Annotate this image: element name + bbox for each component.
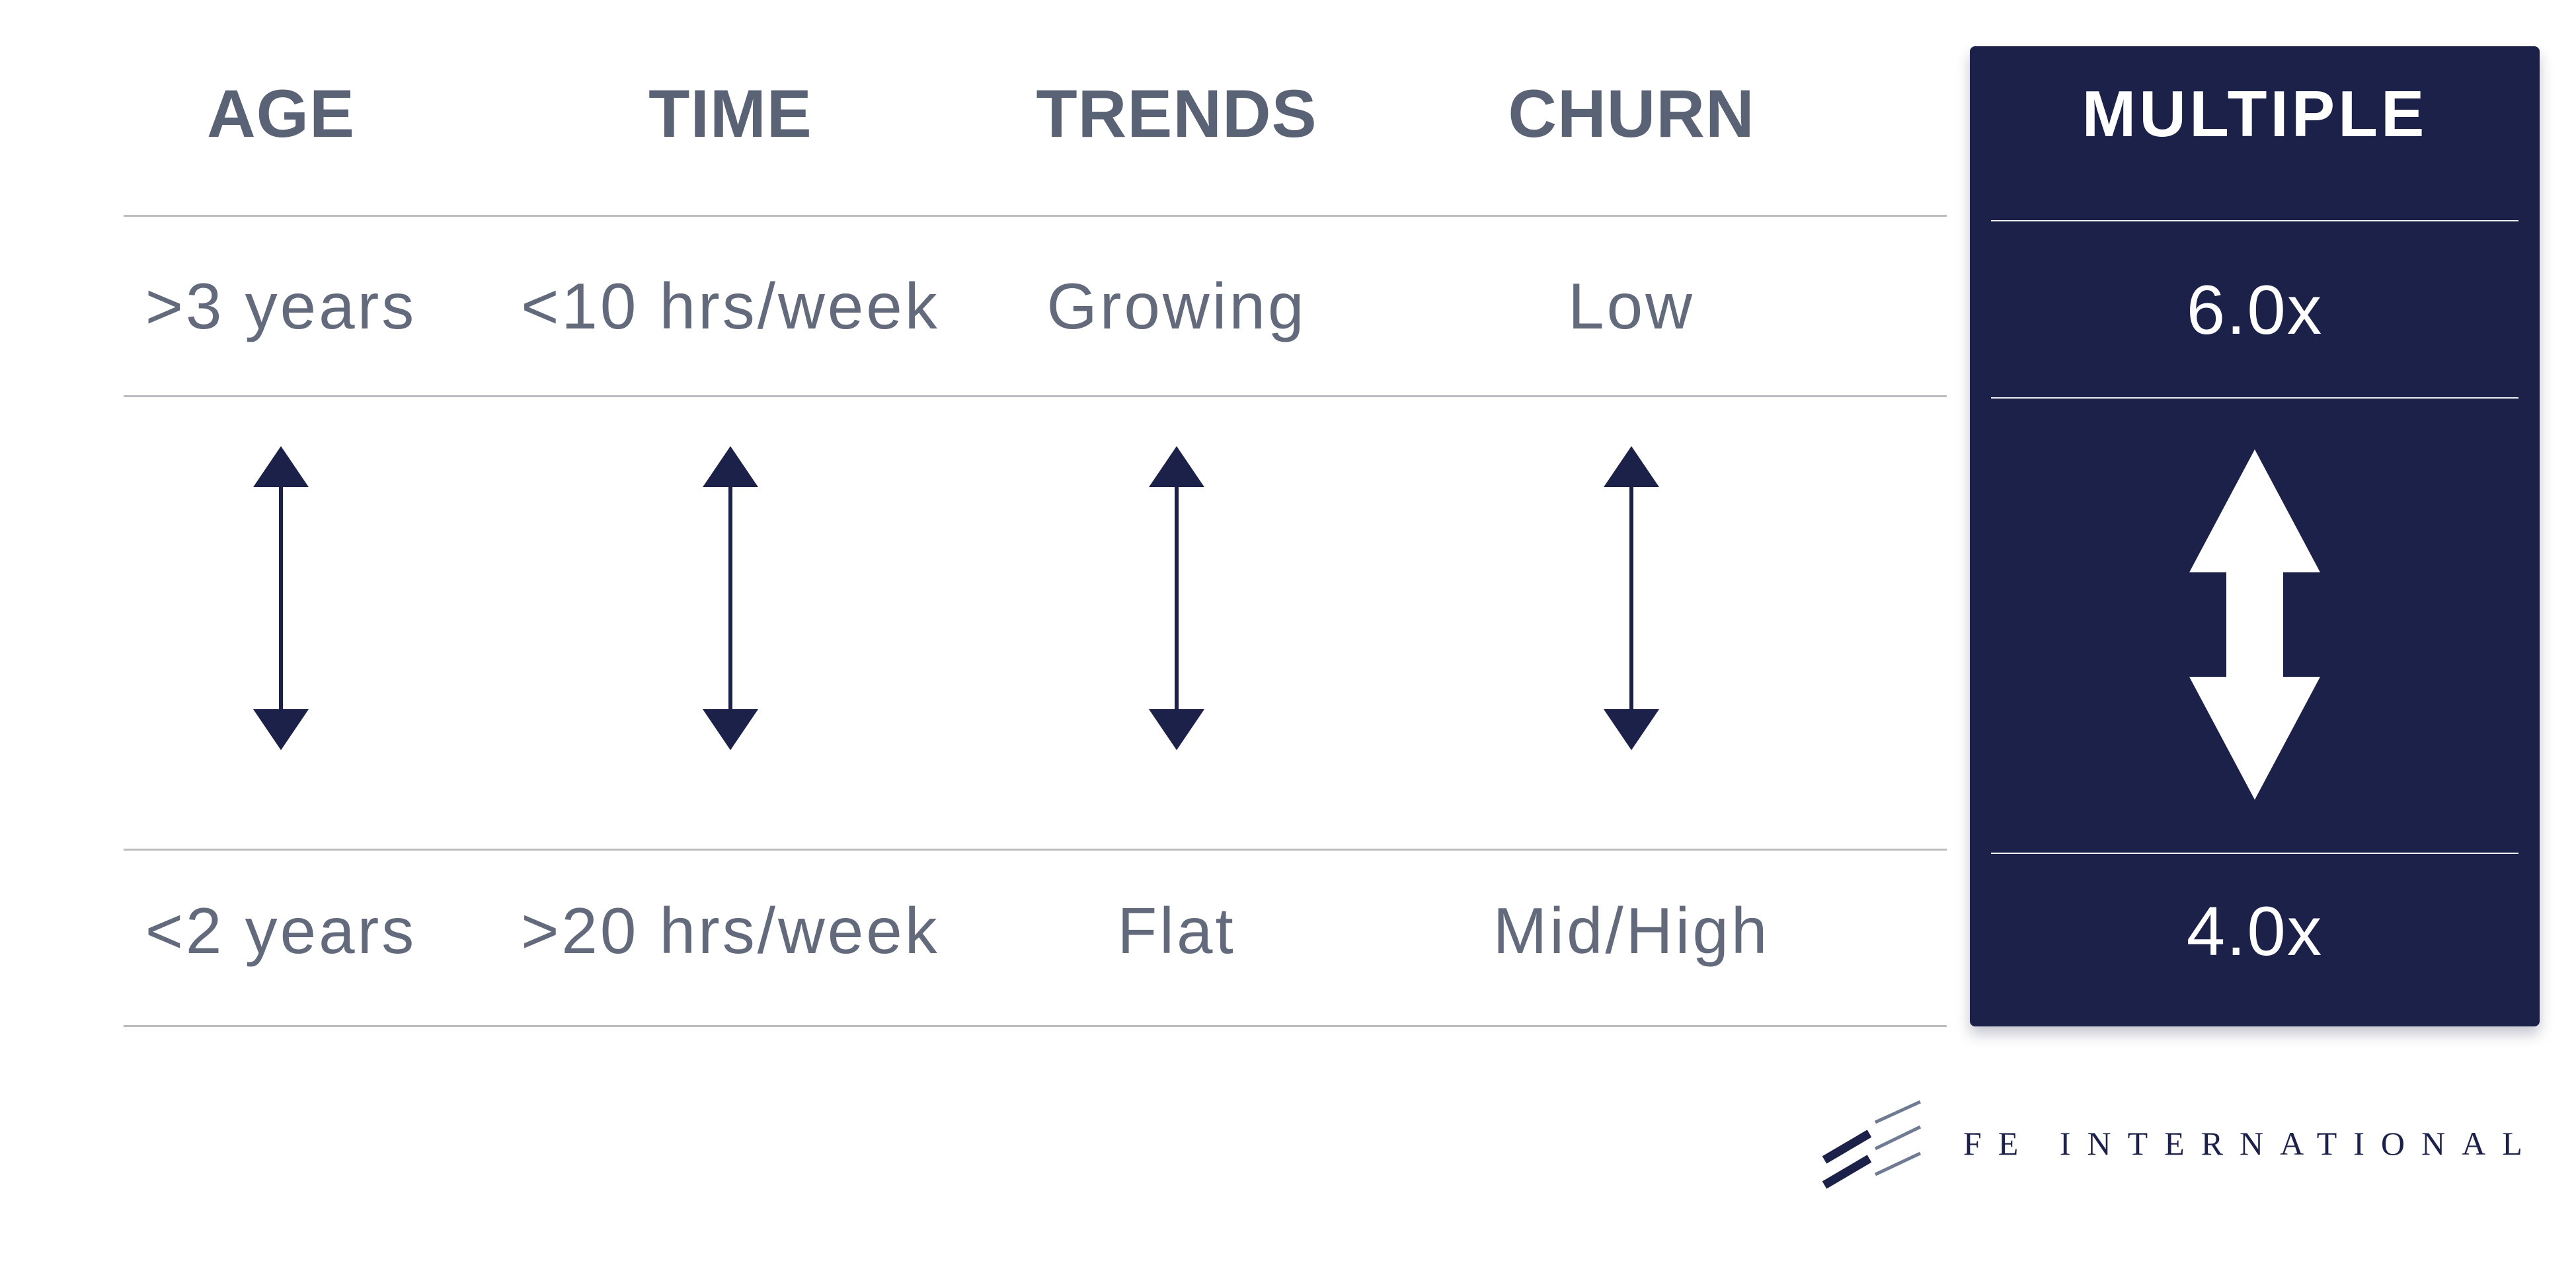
multiple-range-arrow-icon xyxy=(2189,449,2320,800)
logo-stroke-dark-2 xyxy=(1822,1154,1872,1189)
churn-high-value-cell: Low xyxy=(1400,217,1863,395)
trends-high-value: Growing xyxy=(1046,269,1307,342)
logo-stroke-dark-1 xyxy=(1822,1129,1872,1164)
table-divider-bottom xyxy=(124,1025,1947,1027)
logo-stroke-gray-3 xyxy=(1874,1151,1922,1176)
churn-low-value: Mid/High xyxy=(1493,894,1770,967)
range-arrow-icon xyxy=(1604,446,1659,750)
column-header-age: AGE xyxy=(206,76,356,151)
table-divider-above-low-row xyxy=(124,849,1947,851)
age-low-value-cell: <2 years xyxy=(50,850,512,1012)
column-header-time: TIME xyxy=(648,76,812,151)
table-divider-below-high-row xyxy=(124,395,1947,397)
multiple-panel-divider-top xyxy=(1991,220,2518,221)
trends-low-value-cell: Flat xyxy=(945,850,1408,1012)
range-arrow-icon xyxy=(703,446,758,750)
range-arrow-icon xyxy=(1149,446,1204,750)
multiple-low-value: 4.0x xyxy=(2186,893,2323,970)
time-high-value: <10 hrs/week xyxy=(521,269,940,342)
range-arrow-shape xyxy=(253,446,309,750)
fe-international-logo-icon xyxy=(1822,1100,1922,1189)
trends-high-value-cell: Growing xyxy=(945,217,1408,395)
age-low-value: <2 years xyxy=(145,894,417,967)
time-low-value-cell: >20 hrs/week xyxy=(499,850,962,1012)
column-trends: TRENDS Growing Flat xyxy=(945,46,1408,1026)
churn-low-value-cell: Mid/High xyxy=(1400,850,1863,1012)
range-arrow-icon xyxy=(253,446,309,750)
fe-international-logo: FE INTERNATIONAL xyxy=(1821,1092,2539,1194)
table-divider-below-header xyxy=(124,215,1947,217)
range-arrow-shape xyxy=(703,446,758,750)
fe-international-logo-text: FE INTERNATIONAL xyxy=(1963,1124,2539,1162)
trends-low-value: Flat xyxy=(1117,894,1236,967)
multiple-high-value: 6.0x xyxy=(2186,272,2323,349)
multiple-panel-divider-bottom xyxy=(1991,853,2518,854)
multiple-panel-divider-middle xyxy=(1991,397,2518,399)
age-high-value: >3 years xyxy=(145,269,417,342)
logo-stroke-gray-2 xyxy=(1874,1125,1922,1150)
age-high-value-cell: >3 years xyxy=(50,217,512,395)
range-arrow-shape xyxy=(1149,446,1204,750)
range-arrow-shape xyxy=(1604,446,1659,750)
multiple-panel-header: MULTIPLE xyxy=(2082,77,2428,150)
column-time: TIME <10 hrs/week >20 hrs/week xyxy=(499,46,962,1026)
logo-stroke-gray-1 xyxy=(1874,1100,1922,1124)
column-header-churn: CHURN xyxy=(1508,76,1755,151)
column-age: AGE >3 years <2 years xyxy=(50,46,512,1026)
column-churn: CHURN Low Mid/High xyxy=(1400,46,1863,1026)
time-high-value-cell: <10 hrs/week xyxy=(499,217,962,395)
multiple-range-arrow-shape xyxy=(2189,449,2320,800)
time-low-value: >20 hrs/week xyxy=(521,894,940,967)
multiple-panel: MULTIPLE 6.0x 4.0x xyxy=(1970,46,2540,1026)
churn-high-value: Low xyxy=(1568,269,1695,342)
column-header-trends: TRENDS xyxy=(1036,76,1317,151)
